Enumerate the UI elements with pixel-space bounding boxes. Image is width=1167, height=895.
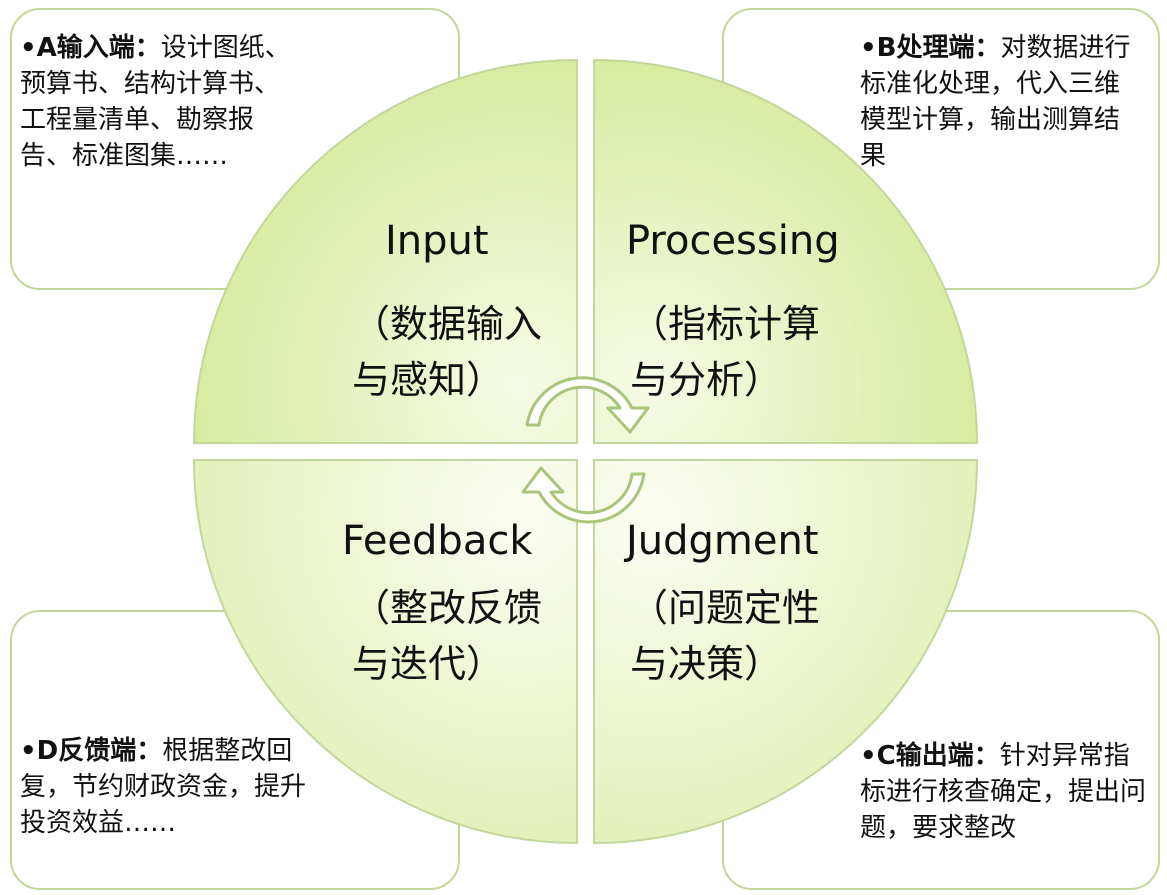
quadrant-input xyxy=(192,58,578,444)
processing-subtitle: （指标计算 与分析） xyxy=(630,296,830,408)
input-subtitle: （数据输入 与感知） xyxy=(352,296,552,408)
feedback-end-text: •D反馈端：根据整改回复，节约财政资金，提升投资效益…… xyxy=(20,733,320,841)
input-end-heading: A输入端： xyxy=(36,33,161,63)
judgment-subtitle: （问题定性 与决策） xyxy=(630,580,830,692)
feedback-end-heading: D反馈端： xyxy=(36,736,163,766)
quadrant-judgment xyxy=(593,459,979,845)
processing-end-text: •B处理端：对数据进行标准化处理，代入三维模型计算，输出测算结果 xyxy=(860,30,1140,174)
output-end-body: 针对异常指标进行核查确定，提出问题，要求整改 xyxy=(860,741,1147,843)
input-subtitle-line1: （数据输入 xyxy=(352,302,543,346)
processing-subtitle-line2: 与分析） xyxy=(630,358,783,402)
input-title: Input xyxy=(385,218,489,264)
bullet: • xyxy=(860,741,877,771)
output-end-text: •C输出端：针对异常指标进行核查确定，提出问题，要求整改 xyxy=(860,738,1150,846)
feedback-subtitle-line2: 与迭代） xyxy=(352,642,505,686)
judgment-title: Judgment xyxy=(626,518,819,564)
quadrant-feedback xyxy=(192,459,578,845)
feedback-title: Feedback xyxy=(342,518,533,564)
judgment-subtitle-line1: （问题定性 xyxy=(630,586,821,630)
input-end-text: •A输入端：设计图纸、预算书、结构计算书、工程量清单、勘察报告、标准图集…… xyxy=(20,30,300,174)
judgment-subtitle-line2: 与决策） xyxy=(630,642,783,686)
feedback-end-body: 根据整改回复，节约财政资金，提升投资效益…… xyxy=(20,736,307,838)
bullet: • xyxy=(20,33,37,63)
quadrant-processing xyxy=(593,58,979,444)
processing-end-body: 对数据进行标准化处理，代入三维模型计算，输出测算结果 xyxy=(860,33,1131,171)
processing-subtitle-line1: （指标计算 xyxy=(630,302,821,346)
input-end-body: 设计图纸、预算书、结构计算书、工程量清单、勘察报告、标准图集…… xyxy=(20,33,291,171)
feedback-subtitle-line1: （整改反馈 xyxy=(352,586,543,630)
input-subtitle-line2: 与感知） xyxy=(352,358,505,402)
bullet: • xyxy=(860,33,877,63)
arrow-clockwise-top-icon xyxy=(525,376,650,434)
processing-title: Processing xyxy=(626,218,840,264)
feedback-subtitle: （整改反馈 与迭代） xyxy=(352,580,552,692)
arrow-clockwise-bottom-icon xyxy=(521,466,646,524)
output-end-heading: C输出端： xyxy=(876,741,1000,771)
bullet: • xyxy=(20,736,37,766)
processing-end-heading: B处理端： xyxy=(876,33,1001,63)
